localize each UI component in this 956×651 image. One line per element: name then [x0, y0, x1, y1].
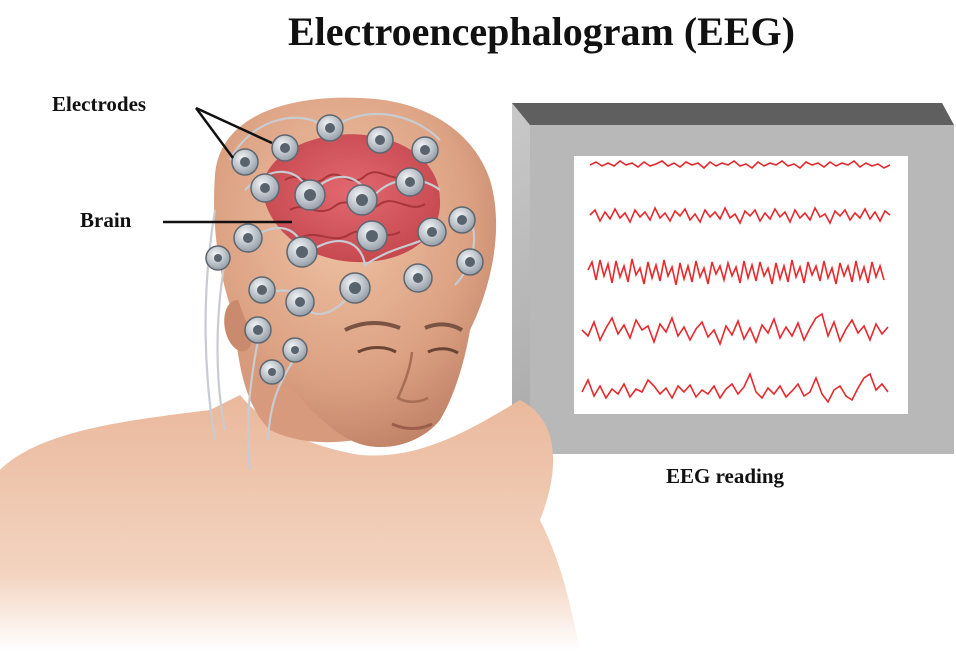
electrode-disc-icon [404, 264, 432, 292]
electrode-disc-icon [457, 249, 483, 275]
electrode-disc-icon [245, 317, 271, 343]
electrode-disc-icon [286, 288, 314, 316]
electrode-disc-icon [232, 149, 258, 175]
electrode-disc-icon [206, 246, 230, 270]
electrode-disc-icon [340, 273, 370, 303]
electrode-disc-icon [396, 168, 424, 196]
eeg-reading-label: EEG reading [666, 464, 784, 489]
electrode-disc-icon [260, 360, 284, 384]
eeg-screen [574, 156, 908, 414]
electrode-disc-icon [449, 207, 475, 233]
electrode-disc-icon [283, 338, 307, 362]
electrode-disc-icon [357, 221, 387, 251]
electrode-disc-icon [251, 174, 279, 202]
electrode-disc-icon [234, 224, 262, 252]
electrode-disc-icon [295, 180, 325, 210]
electrode-disc-icon [249, 277, 275, 303]
electrodes-label: Electrodes [52, 92, 146, 117]
electrode-disc-icon [347, 185, 377, 215]
monitor-top-edge [512, 103, 954, 125]
electrode-disc-icon [367, 127, 393, 153]
electrode-disc-icon [317, 115, 343, 141]
brain-label: Brain [80, 208, 131, 233]
electrode-disc-icon [418, 218, 446, 246]
electrode-disc-icon [287, 237, 317, 267]
electrode-disc-icon [412, 137, 438, 163]
monitor [512, 103, 954, 454]
electrode-disc-icon [272, 135, 298, 161]
